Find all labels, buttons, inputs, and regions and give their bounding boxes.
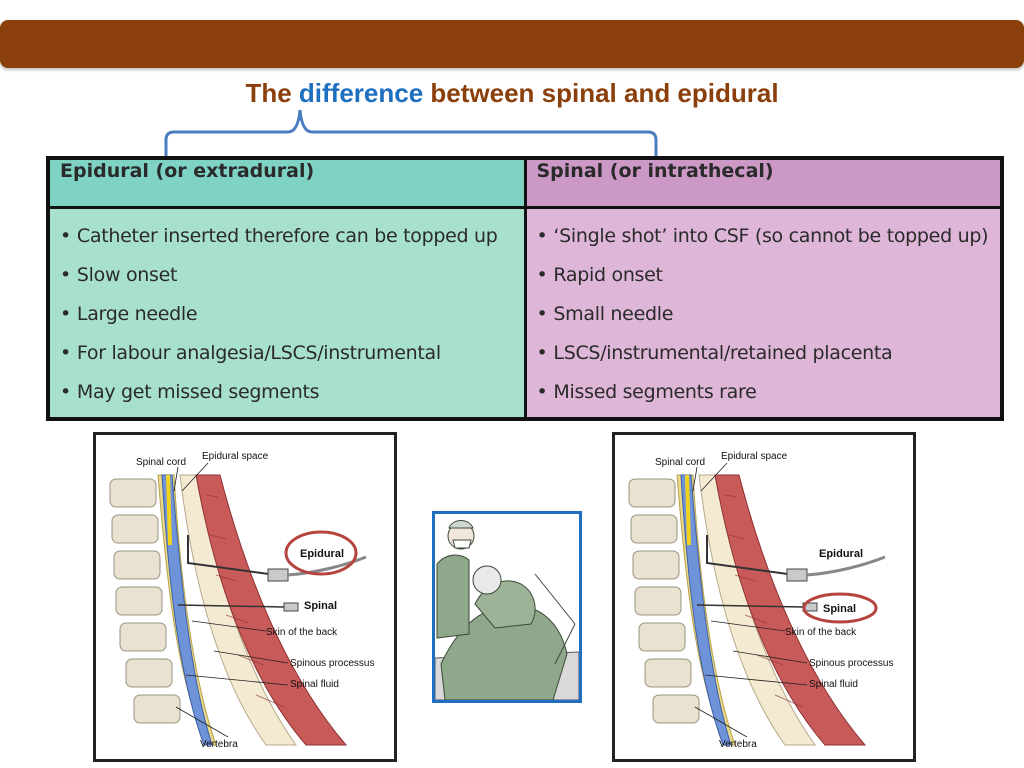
highlight-ring bbox=[284, 530, 358, 576]
spinal-column: ‘Single shot’ into CSF (so cannot be top… bbox=[523, 206, 1004, 421]
spinous-label: Spinous processus bbox=[290, 658, 375, 669]
list-item: LSCS/instrumental/retained placenta bbox=[537, 334, 991, 373]
fluid-label: Spinal fluid bbox=[290, 679, 339, 690]
spinal-spine-diagram: Spinal cord Epidural space Epidural Spin… bbox=[621, 441, 907, 753]
comparison-table: Epidural (or extradural) Spinal (or intr… bbox=[46, 156, 1004, 421]
title-part2: between spinal and epidural bbox=[423, 78, 779, 108]
epidural-diagram-panel: Spinal cord Epidural space Epidural Spin… bbox=[93, 432, 397, 762]
skin-label: Skin of the back bbox=[785, 627, 857, 638]
list-item: Catheter inserted therefore can be toppe… bbox=[60, 217, 514, 256]
fluid-label: Spinal fluid bbox=[809, 679, 858, 690]
vertebra-label: Vertebra bbox=[200, 739, 238, 750]
list-item: For labour analgesia/LSCS/instrumental bbox=[60, 334, 514, 373]
list-item: Small needle bbox=[537, 295, 991, 334]
bracket-connector bbox=[164, 109, 658, 158]
title-accent: difference bbox=[298, 78, 424, 108]
spinal-diagram-panel: Spinal cord Epidural space Epidural Spin… bbox=[612, 432, 916, 762]
title-part1: The bbox=[245, 78, 299, 108]
list-item: Slow onset bbox=[60, 256, 514, 295]
epidural-header: Epidural (or extradural) bbox=[46, 156, 527, 209]
skin-label: Skin of the back bbox=[266, 627, 338, 638]
epidural-label: Epidural bbox=[819, 548, 863, 560]
slide-title: The difference between spinal and epidur… bbox=[0, 78, 1024, 109]
list-item: Large needle bbox=[60, 295, 514, 334]
spinal-cord-label: Spinal cord bbox=[136, 457, 186, 468]
spinous-label: Spinous processus bbox=[809, 658, 894, 669]
list-item: May get missed segments bbox=[60, 373, 514, 412]
highlight-ring bbox=[802, 592, 878, 624]
vertebrae bbox=[628, 478, 700, 724]
epidural-column: Catheter inserted therefore can be toppe… bbox=[46, 206, 527, 421]
patient-position-illustration bbox=[432, 511, 582, 703]
top-bar bbox=[0, 20, 1024, 68]
spinal-header: Spinal (or intrathecal) bbox=[523, 156, 1004, 209]
vertebrae bbox=[109, 478, 181, 724]
list-item: Rapid onset bbox=[537, 256, 991, 295]
epidural-label: Epidural bbox=[300, 548, 344, 560]
list-item: Missed segments rare bbox=[537, 373, 991, 412]
list-item: ‘Single shot’ into CSF (so cannot be top… bbox=[537, 217, 991, 256]
spinal-cord-label: Spinal cord bbox=[655, 457, 705, 468]
spinal-list: ‘Single shot’ into CSF (so cannot be top… bbox=[537, 217, 991, 412]
vertebra-label: Vertebra bbox=[719, 739, 757, 750]
spinal-label: Spinal bbox=[304, 600, 337, 612]
patient-position-drawing bbox=[434, 514, 580, 701]
epidural-spine-diagram: Spinal cord Epidural space Epidural Spin… bbox=[102, 441, 388, 753]
epidural-space-label: Epidural space bbox=[202, 451, 269, 462]
epidural-space-label: Epidural space bbox=[721, 451, 788, 462]
spinal-label: Spinal bbox=[823, 603, 856, 615]
epidural-list: Catheter inserted therefore can be toppe… bbox=[60, 217, 514, 412]
